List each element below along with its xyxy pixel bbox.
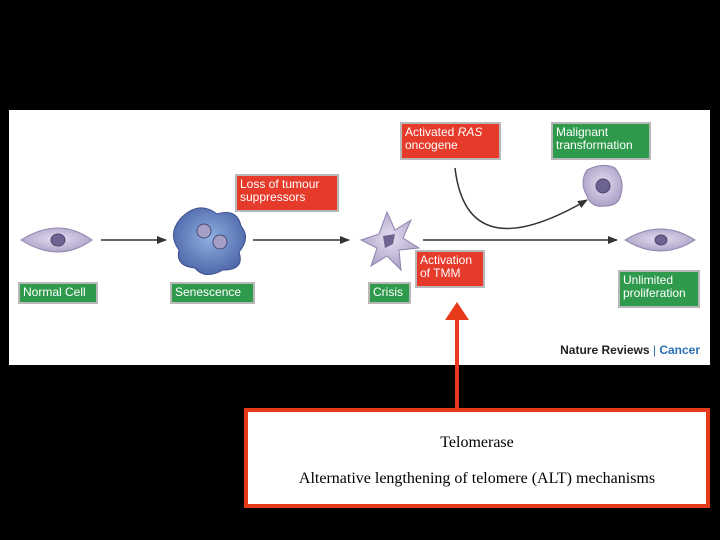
brand-journal: Cancer — [659, 343, 700, 357]
crisis-cell-icon — [359, 210, 421, 272]
normal-cell-label-text: Normal Cell — [23, 285, 86, 299]
callout-alt-mechanisms: Alternative lengthening of telomere (ALT… — [298, 470, 656, 487]
nature-reviews-cancer-logo: Nature Reviews | Cancer — [560, 343, 700, 357]
activation-of-tmm-label: Activation of TMM — [415, 250, 485, 288]
arrow-ras-to-malignant — [454, 167, 588, 230]
brand-separator: | — [649, 343, 660, 357]
unlimited-proliferation-label: Unlimited proliferation — [618, 270, 700, 308]
loss-of-tumour-suppressors-label: Loss of tumour suppressors — [235, 174, 339, 212]
unlimited-proliferation-text: Unlimited proliferation — [623, 273, 686, 300]
activated-ras-prefix: Activated — [405, 125, 458, 139]
loss-of-tumour-suppressors-text: Loss of tumour suppressors — [240, 177, 320, 204]
brand-name: Nature Reviews — [560, 343, 650, 357]
ras-italic: RAS — [457, 125, 483, 139]
senescent-cell-icon — [173, 207, 246, 275]
diagram-graphics — [20, 164, 696, 275]
tmm-mechanisms-callout: Telomerase Alternative lengthening of te… — [244, 408, 710, 508]
malignant-cell-icon — [582, 164, 623, 207]
malignant-transformation-text: Malignant transformation — [556, 125, 633, 152]
proliferating-cell-icon — [624, 228, 696, 252]
activation-of-tmm-text: Activation of TMM — [420, 253, 473, 280]
normal-cell-label: Normal Cell — [18, 282, 98, 304]
crisis-label-text: Crisis — [373, 285, 403, 299]
senescence-label-text: Senescence — [175, 285, 242, 299]
activated-ras-suffix: oncogene — [405, 138, 458, 152]
normal-cell-icon — [20, 227, 93, 253]
callout-telomerase: Telomerase — [440, 434, 514, 451]
telomere-diagram: Normal Cell Senescence Crisis Loss of tu… — [9, 110, 710, 365]
crisis-label: Crisis — [368, 282, 411, 304]
senescence-label: Senescence — [170, 282, 255, 304]
malignant-transformation-label: Malignant transformation — [551, 122, 651, 160]
activated-ras-oncogene-label: Activated RAS oncogene — [400, 122, 501, 160]
